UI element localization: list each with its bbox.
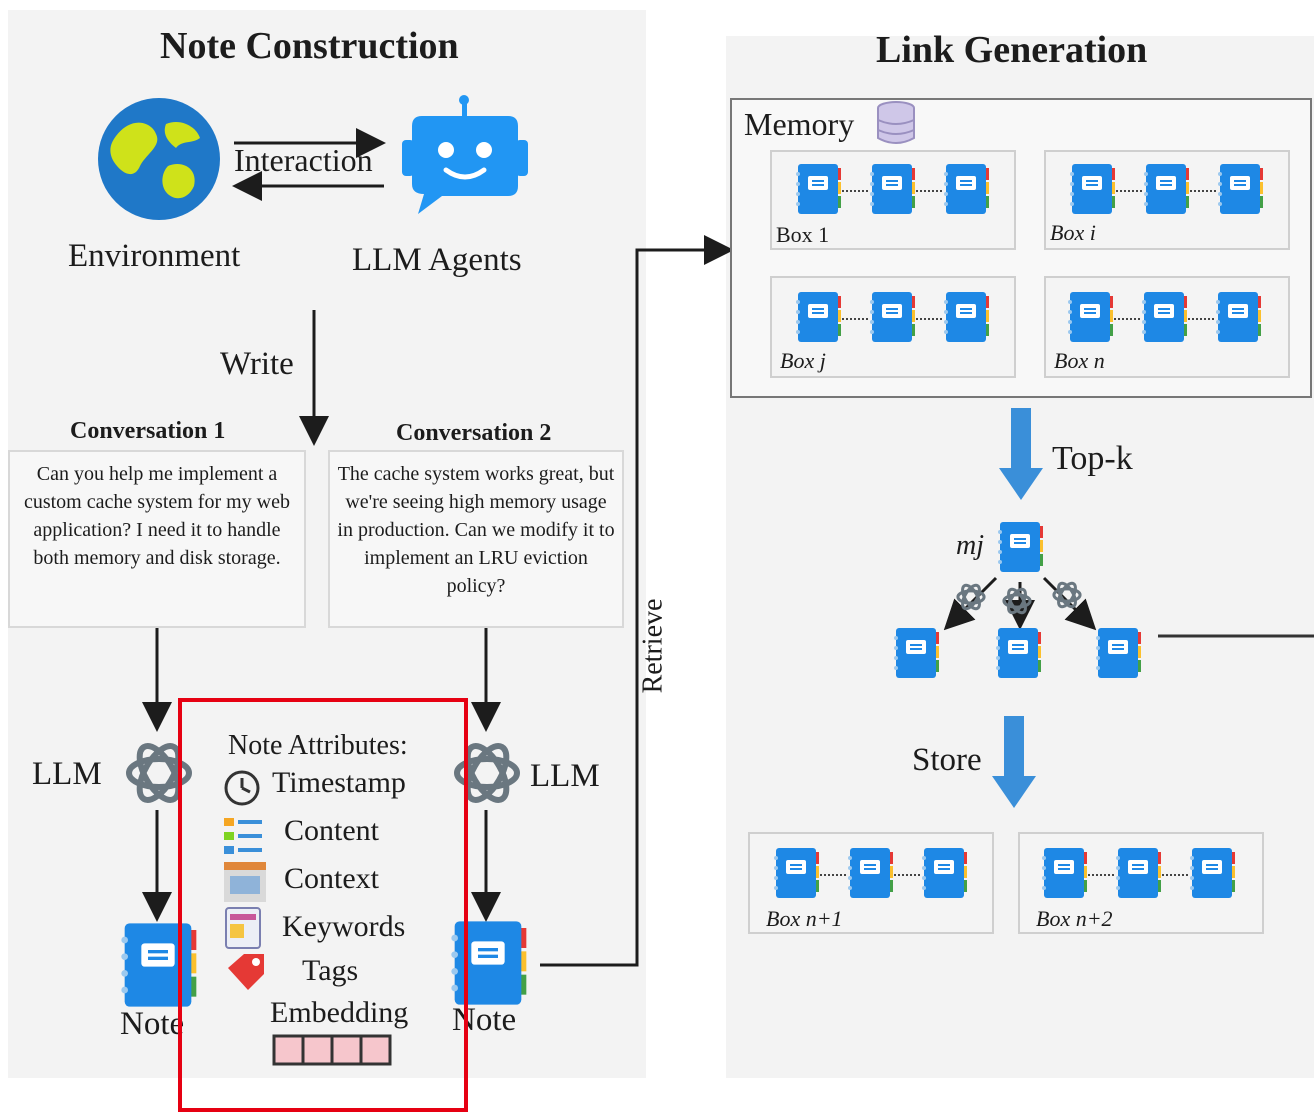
interaction-label: Interaction: [234, 142, 373, 178]
note-link-dots: [1088, 874, 1114, 876]
note-construction-title: Note Construction: [160, 25, 459, 67]
conversation1-text: Can you help me implement a custom cache…: [8, 450, 306, 628]
mj-label: mj: [956, 530, 984, 561]
box-n-note: [1214, 290, 1262, 344]
llm-icon-right: [454, 743, 520, 803]
content-icon: [224, 818, 262, 854]
robot-icon: [402, 95, 528, 214]
box-1-note: [794, 162, 842, 216]
note-link-dots: [1188, 318, 1214, 320]
store-arrow: [992, 716, 1036, 808]
topk-label: Top-k: [1052, 440, 1133, 477]
box-j-note: [794, 290, 842, 344]
linked-note-mid: [994, 626, 1042, 680]
note-link-dots: [842, 190, 868, 192]
topk-arrow: [999, 408, 1043, 500]
box-i-note: [1142, 162, 1190, 216]
note-label-right: Note: [452, 1002, 517, 1038]
box-1-note: [868, 162, 916, 216]
llm-small-icon: [1000, 584, 1034, 618]
note-icon-left: [121, 923, 197, 1007]
conversation1-title: Conversation 1: [70, 418, 226, 444]
keywords-icon: [225, 907, 261, 949]
box-n-plus-1-note: [846, 846, 894, 900]
retrieve-label: Retrieve: [637, 598, 669, 694]
timestamp-icon: [224, 770, 260, 806]
tags-icon: [228, 954, 264, 990]
attr-content: Content: [284, 814, 379, 847]
embedding-vector: [272, 1034, 392, 1066]
box-i-label: Box i: [1050, 220, 1096, 245]
box-i-note: [1216, 162, 1264, 216]
box-i-note: [1068, 162, 1116, 216]
store-label: Store: [912, 742, 982, 778]
attr-timestamp: Timestamp: [272, 766, 406, 799]
note-link-dots: [1114, 318, 1140, 320]
box-n-note: [1066, 290, 1114, 344]
box-1-note: [942, 162, 990, 216]
agents-label: LLM Agents: [352, 242, 522, 278]
attributes-heading: Note Attributes:: [228, 730, 408, 761]
box-n-plus-2-note: [1114, 846, 1162, 900]
llm-small-icon: [1050, 578, 1084, 612]
conversation2-title: Conversation 2: [396, 420, 552, 446]
note-link-dots: [916, 190, 942, 192]
conversation2-text: The cache system works great, but we're …: [328, 450, 624, 628]
note-link-dots: [1190, 190, 1216, 192]
memory-label: Memory: [744, 106, 855, 142]
box-n-plus-2-label: Box n+2: [1036, 906, 1113, 931]
note-link-dots: [1116, 190, 1142, 192]
note-link-dots: [842, 318, 868, 320]
globe-icon: [98, 98, 220, 220]
write-label: Write: [220, 346, 294, 382]
attributes-highlight-frame: [178, 698, 468, 1112]
box-n-plus-1-label: Box n+1: [766, 906, 843, 931]
box-n-plus-2-note: [1188, 846, 1236, 900]
note-link-dots: [894, 874, 920, 876]
box-n-label: Box n: [1054, 348, 1105, 373]
database-icon: [877, 101, 915, 144]
note-icon-right: [451, 921, 527, 1005]
link-generation-title: Link Generation: [876, 29, 1148, 71]
box-j-note: [868, 290, 916, 344]
box-j-note: [942, 290, 990, 344]
note-link-dots: [916, 318, 942, 320]
linked-note-left: [892, 626, 940, 680]
box-1-label: Box 1: [776, 222, 830, 247]
llm-small-icon: [954, 580, 988, 614]
note-link-dots: [820, 874, 846, 876]
attr-tags: Tags: [302, 954, 359, 987]
box-j-label: Box j: [780, 348, 826, 373]
environment-label: Environment: [68, 238, 241, 274]
retrieve-path: [540, 235, 734, 967]
attr-context: Context: [284, 862, 379, 895]
attr-embedding: Embedding: [270, 996, 409, 1029]
llm-label-right: LLM: [530, 758, 600, 794]
box-n-plus-1-note: [772, 846, 820, 900]
llm-icon-left: [126, 743, 192, 803]
note-link-dots: [1162, 874, 1188, 876]
note-label-left: Note: [120, 1006, 185, 1042]
mj-note: [996, 520, 1044, 574]
box-n-note: [1140, 290, 1188, 344]
box-n-plus-2-note: [1040, 846, 1088, 900]
linked-note-right: [1094, 626, 1142, 680]
context-icon: [224, 862, 266, 902]
box-n-plus-1-note: [920, 846, 968, 900]
llm-label-left: LLM: [32, 756, 102, 792]
attr-keywords: Keywords: [282, 910, 406, 943]
